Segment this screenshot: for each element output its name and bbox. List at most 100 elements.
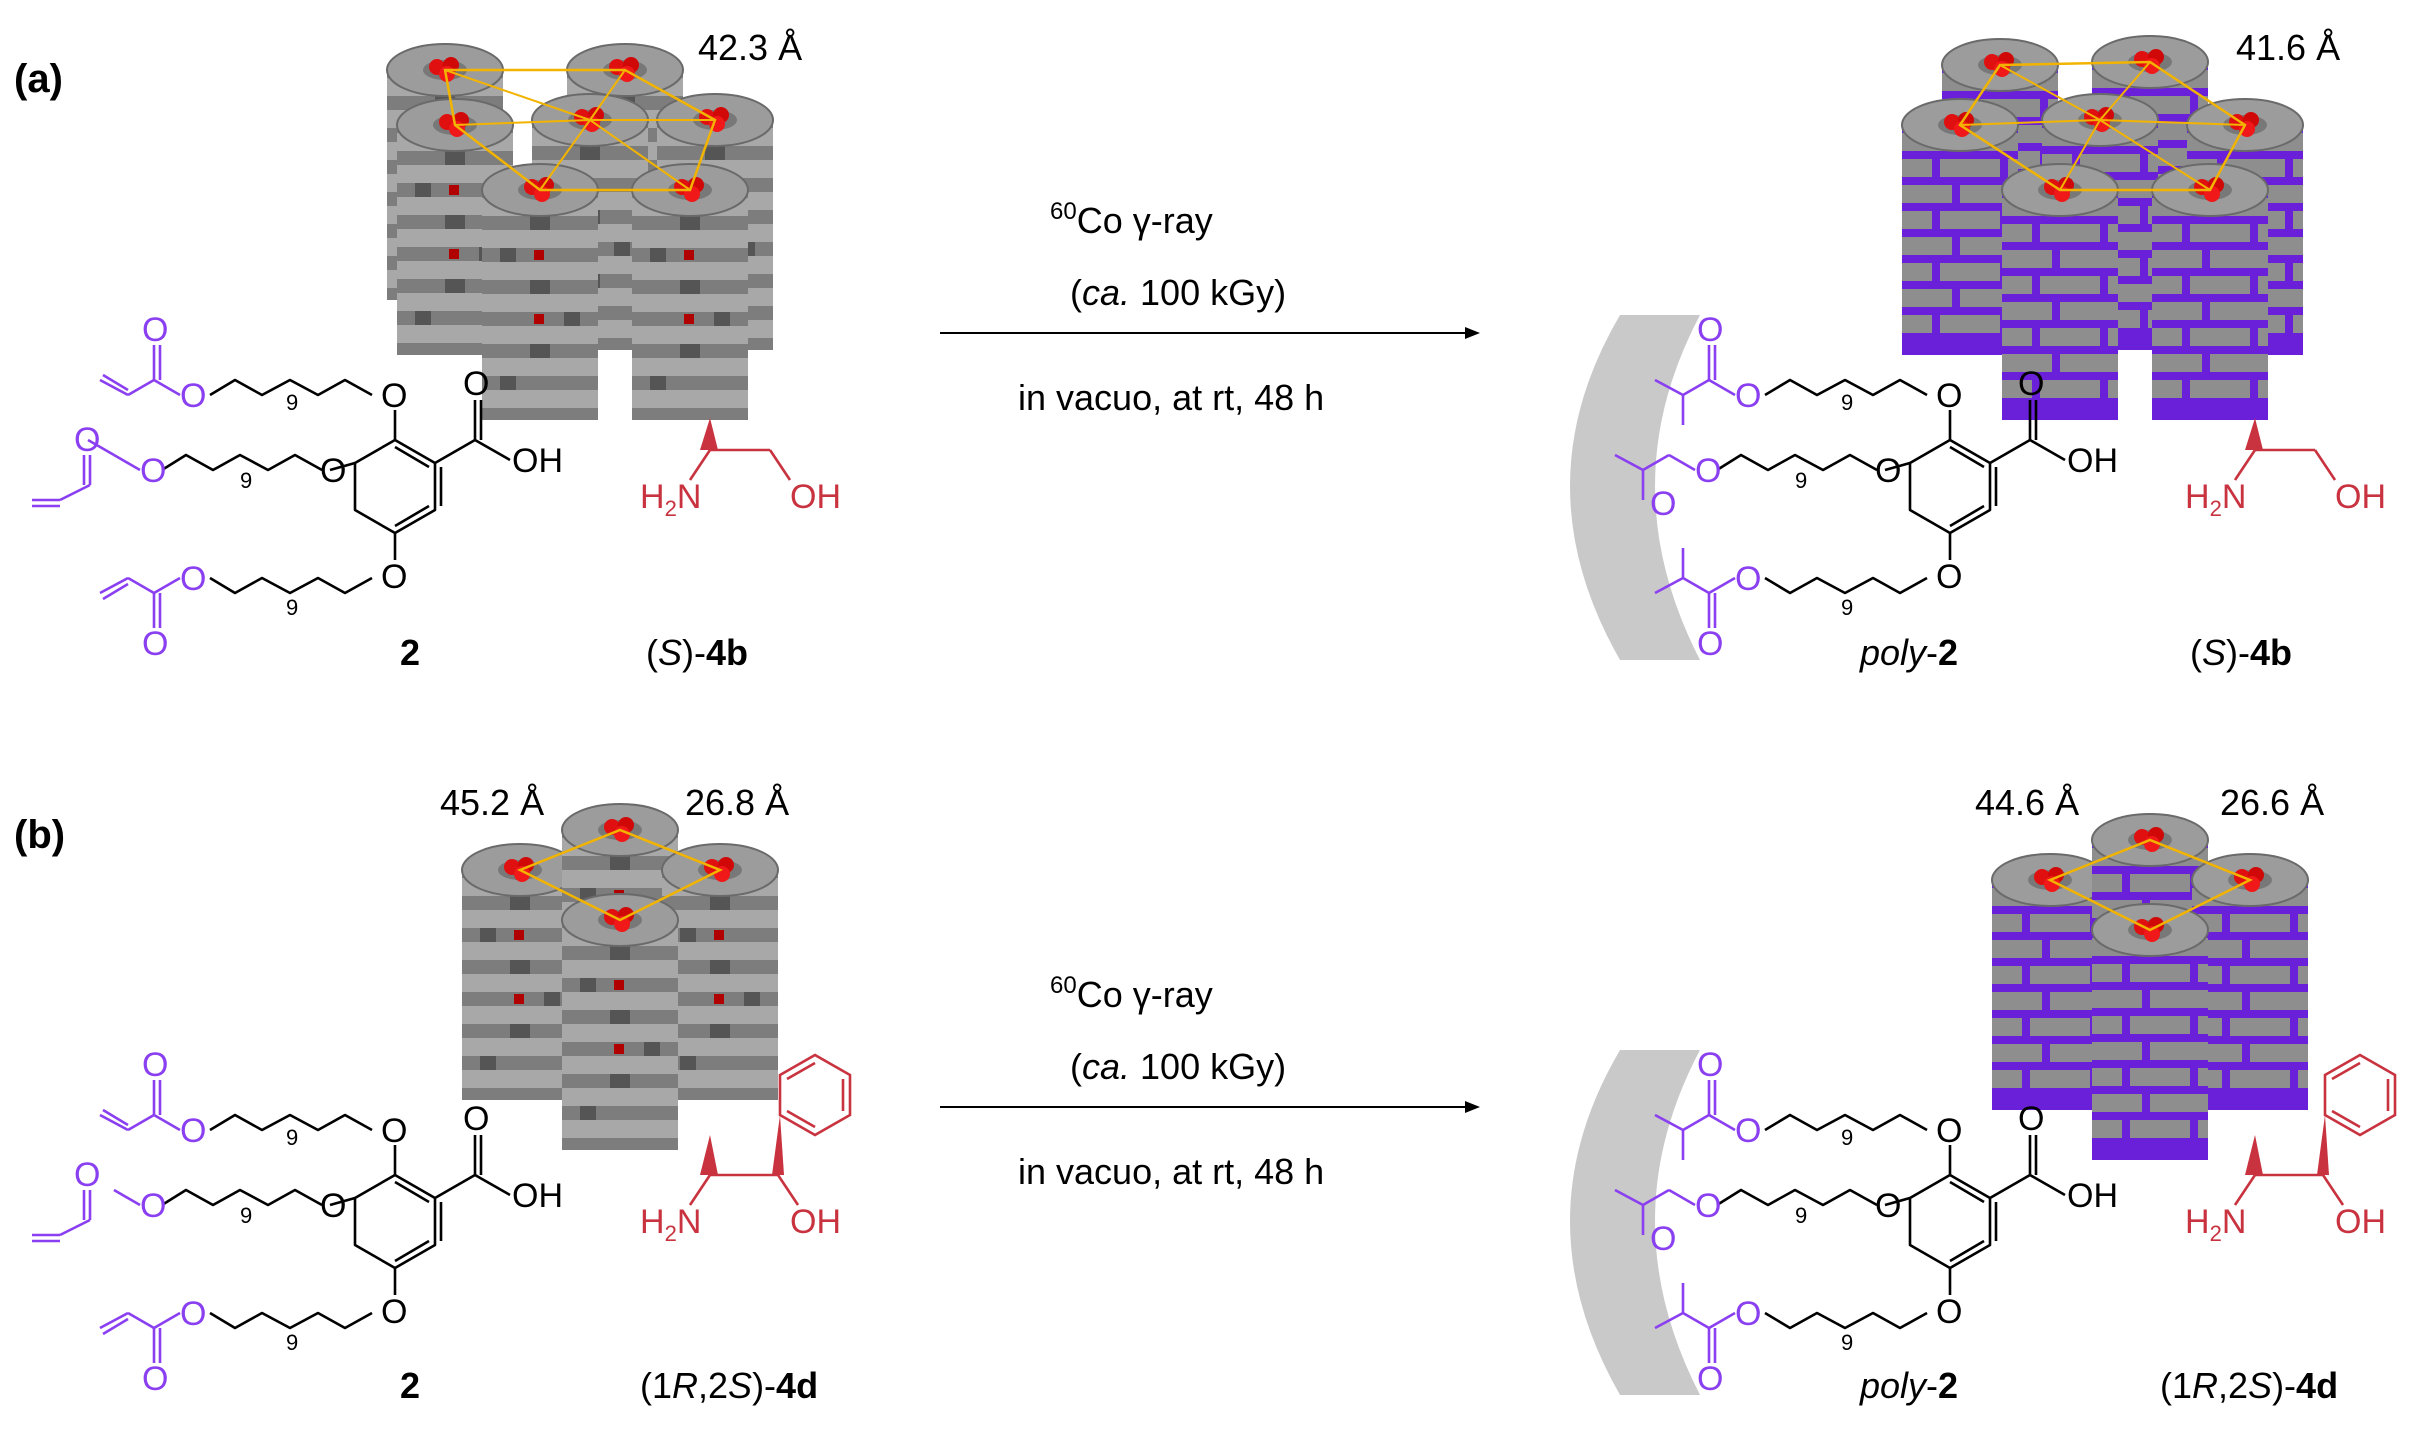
- lattice-dimension-b-right-a: 44.6 Å: [1975, 782, 2079, 823]
- polymer-2-label-a: poly-2: [1859, 632, 1958, 673]
- svg-text:O: O: [1875, 452, 1901, 490]
- amine-4b-structure-a-left: [688, 418, 792, 481]
- amine-4d-structure-b-right: [2233, 1053, 2397, 1206]
- svg-text:O: O: [1697, 1360, 1723, 1398]
- svg-text:OH: OH: [512, 442, 563, 480]
- amine-4d-atom-labels-b-right: H2N OH: [2185, 1203, 2386, 1246]
- amine-4b-label-a-left: (S)-4b: [646, 632, 748, 673]
- svg-text:O: O: [180, 560, 206, 598]
- svg-text:OH: OH: [2335, 478, 2386, 516]
- amine-4d-label-b-right: (1R,2S)-4d: [2160, 1365, 2338, 1406]
- monomer-2-structure-a: [32, 345, 511, 628]
- svg-text:OH: OH: [790, 478, 841, 516]
- svg-text:O: O: [1697, 311, 1723, 349]
- arrow-a-condition-radiation: 60Co γ-ray: [1050, 198, 1213, 241]
- svg-text:O: O: [74, 421, 100, 459]
- svg-text:O: O: [180, 377, 206, 415]
- arrow-a-condition-dose: (ca. 100 kGy): [1070, 272, 1286, 313]
- svg-text:O: O: [1697, 1046, 1723, 1084]
- svg-text:O: O: [463, 365, 489, 403]
- amine-4d-structure-b-left: [688, 1053, 852, 1206]
- monomer-2-atom-labels-b: O O O O OH O O O O O O 9 9 9: [74, 1046, 563, 1398]
- svg-text:9: 9: [1795, 468, 1807, 493]
- svg-text:O: O: [1936, 558, 1962, 596]
- monomer-2-structure-b: [32, 1080, 511, 1363]
- lattice-dimension-b-left-b: 26.8 Å: [685, 782, 789, 823]
- amine-4d-label-b-left: (1R,2S)-4d: [640, 1365, 818, 1406]
- svg-text:O: O: [2018, 365, 2044, 403]
- svg-text:H2N: H2N: [640, 1203, 701, 1246]
- lattice-dimension-a-right: 41.6 Å: [2236, 27, 2340, 68]
- svg-text:O: O: [2018, 1100, 2044, 1138]
- monomer-2-label-a: 2: [400, 632, 420, 673]
- svg-text:O: O: [463, 1100, 489, 1138]
- lattice-line-b-left: [516, 828, 724, 922]
- svg-text:9: 9: [1841, 390, 1853, 415]
- svg-text:9: 9: [240, 468, 252, 493]
- arrow-b-condition-dose: (ca. 100 kGy): [1070, 1046, 1286, 1087]
- column-assembly-a-monomer: [386, 43, 774, 421]
- svg-text:OH: OH: [512, 1177, 563, 1215]
- lattice-dimension-b-left-a: 45.2 Å: [440, 782, 544, 823]
- polymer-2-atom-labels-b: O O O O OH O O O O O O 9 9 9: [1650, 1046, 2118, 1398]
- polymer-2-atom-labels-a: O O O O OH O O O O O O 9 9 9: [1650, 311, 2118, 663]
- column-assembly-b-monomer: [461, 803, 779, 1151]
- svg-text:9: 9: [286, 390, 298, 415]
- svg-text:O: O: [381, 1293, 407, 1331]
- svg-text:O: O: [140, 1187, 166, 1225]
- svg-text:O: O: [1936, 1293, 1962, 1331]
- svg-text:OH: OH: [2335, 1203, 2386, 1241]
- lattice-dimension-a-left: 42.3 Å: [698, 27, 802, 68]
- svg-text:9: 9: [1841, 1125, 1853, 1150]
- amine-4b-structure-a-right: [2233, 418, 2337, 481]
- svg-text:H2N: H2N: [2185, 1203, 2246, 1246]
- svg-text:H2N: H2N: [640, 478, 701, 521]
- amine-4b-atom-labels-a-left: H2N OH: [640, 478, 841, 521]
- lattice-dimension-b-right-b: 26.6 Å: [2220, 782, 2324, 823]
- lattice-line-b-right: [2046, 838, 2254, 932]
- svg-text:O: O: [1735, 1112, 1761, 1150]
- svg-text:9: 9: [1795, 1203, 1807, 1228]
- amine-4d-atom-labels-b-left: H2N OH: [640, 1203, 841, 1246]
- svg-text:H2N: H2N: [2185, 478, 2246, 521]
- arrow-b-condition-atmosphere: in vacuo, at rt, 48 h: [1018, 1151, 1324, 1192]
- panel-b-label: (b): [14, 813, 65, 857]
- amine-4b-label-a-right: (S)-4b: [2190, 632, 2292, 673]
- column-assembly-b-polymer: [1991, 813, 2309, 1161]
- svg-text:O: O: [142, 1360, 168, 1398]
- svg-text:O: O: [1650, 485, 1676, 523]
- svg-text:O: O: [381, 377, 407, 415]
- svg-text:O: O: [1695, 452, 1721, 490]
- polymer-2-structure-a: [1614, 345, 2066, 628]
- polymer-2-structure-b: [1614, 1080, 2066, 1363]
- arrow-b-condition-radiation: 60Co γ-ray: [1050, 972, 1213, 1015]
- svg-text:O: O: [1697, 625, 1723, 663]
- monomer-2-atom-labels-a: O O O O OH O O O O O O 9 9 9: [74, 311, 563, 663]
- monomer-2-label-b: 2: [400, 1365, 420, 1406]
- svg-text:O: O: [180, 1295, 206, 1333]
- svg-text:O: O: [1936, 1112, 1962, 1150]
- column-assembly-a-polymer: [1901, 35, 2304, 421]
- svg-text:O: O: [1735, 1295, 1761, 1333]
- svg-text:O: O: [1650, 1220, 1676, 1258]
- svg-text:OH: OH: [790, 1203, 841, 1241]
- svg-text:O: O: [320, 452, 346, 490]
- svg-text:OH: OH: [2067, 1177, 2118, 1215]
- svg-text:O: O: [320, 1187, 346, 1225]
- svg-text:O: O: [1735, 377, 1761, 415]
- panel-a-label: (a): [14, 57, 63, 101]
- svg-text:9: 9: [1841, 595, 1853, 620]
- svg-text:O: O: [140, 452, 166, 490]
- polymer-backbone-arc-a: [1570, 315, 1700, 660]
- svg-text:OH: OH: [2067, 442, 2118, 480]
- svg-text:O: O: [180, 1112, 206, 1150]
- svg-text:9: 9: [240, 1203, 252, 1228]
- svg-text:O: O: [381, 1112, 407, 1150]
- polymer-backbone-arc-b: [1570, 1050, 1700, 1395]
- svg-text:O: O: [1695, 1187, 1721, 1225]
- polymer-2-label-b: poly-2: [1859, 1365, 1958, 1406]
- svg-text:O: O: [142, 1046, 168, 1084]
- svg-text:O: O: [381, 558, 407, 596]
- svg-text:O: O: [1735, 560, 1761, 598]
